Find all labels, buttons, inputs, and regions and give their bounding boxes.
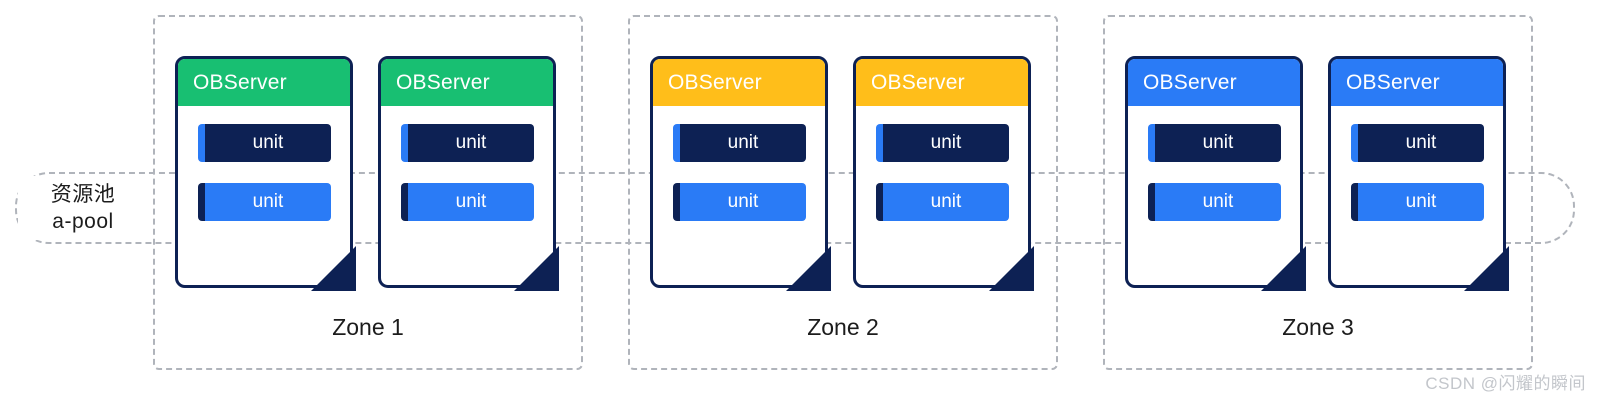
observer-card-body: OBServer bbox=[650, 56, 828, 288]
unit-block[interactable]: unit bbox=[1148, 183, 1281, 221]
watermark: CSDN @闪耀的瞬间 bbox=[1425, 374, 1586, 393]
observer-card-title: OBServer bbox=[856, 59, 1028, 106]
unit-block[interactable]: unit bbox=[1148, 124, 1281, 162]
unit-block[interactable]: unit bbox=[198, 183, 331, 221]
zone-label-zone-2: Zone 2 bbox=[807, 313, 879, 340]
observer-card-zone2-1[interactable]: OBServer unit unit bbox=[650, 56, 831, 291]
observer-card-zone1-2[interactable]: OBServer unit unit bbox=[378, 56, 559, 291]
unit-block[interactable]: unit bbox=[673, 183, 806, 221]
observer-card-title: OBServer bbox=[1331, 59, 1503, 106]
observer-card-body: OBServer bbox=[1125, 56, 1303, 288]
observer-card-body: OBServer bbox=[1328, 56, 1506, 288]
observer-card-title: OBServer bbox=[178, 59, 350, 106]
unit-block[interactable]: unit bbox=[401, 183, 534, 221]
observer-card-body: OBServer bbox=[853, 56, 1031, 288]
resource-pool-label: 资源池 a-pool bbox=[18, 176, 148, 240]
unit-block[interactable]: unit bbox=[198, 124, 331, 162]
observer-card-zone2-2[interactable]: OBServer unit unit bbox=[853, 56, 1034, 291]
unit-block[interactable]: unit bbox=[1351, 183, 1484, 221]
observer-card-zone3-2[interactable]: OBServer unit unit bbox=[1328, 56, 1509, 291]
resource-pool-label-line1: 资源池 bbox=[50, 183, 116, 206]
unit-block[interactable]: unit bbox=[401, 124, 534, 162]
observer-card-title: OBServer bbox=[1128, 59, 1300, 106]
observer-card-title: OBServer bbox=[381, 59, 553, 106]
zone-box-zone-2 bbox=[628, 15, 1058, 370]
unit-block[interactable]: unit bbox=[1351, 124, 1484, 162]
unit-block[interactable]: unit bbox=[876, 183, 1009, 221]
unit-block[interactable]: unit bbox=[876, 124, 1009, 162]
observer-card-zone3-1[interactable]: OBServer unit unit bbox=[1125, 56, 1306, 291]
zone-box-zone-3 bbox=[1103, 15, 1533, 370]
zone-box-zone-1 bbox=[153, 15, 583, 370]
observer-card-body: OBServer bbox=[175, 56, 353, 288]
observer-card-body: OBServer bbox=[378, 56, 556, 288]
unit-block[interactable]: unit bbox=[673, 124, 806, 162]
observer-card-zone1-1[interactable]: OBServer unit unit bbox=[175, 56, 356, 291]
zone-label-zone-1: Zone 1 bbox=[332, 313, 404, 340]
resource-pool-label-line2: a-pool bbox=[52, 210, 114, 233]
observer-card-title: OBServer bbox=[653, 59, 825, 106]
zone-label-zone-3: Zone 3 bbox=[1282, 313, 1354, 340]
